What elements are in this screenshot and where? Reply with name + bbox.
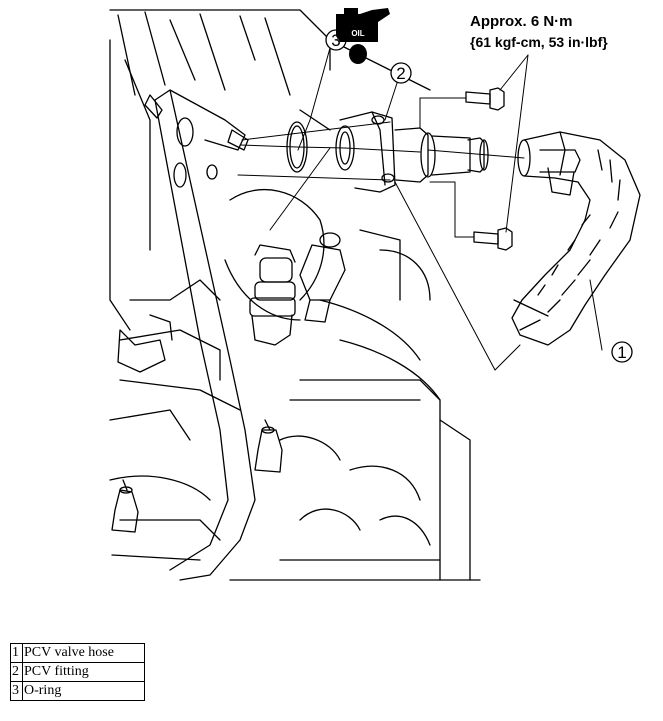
engine-block [109, 9, 481, 581]
legend-number: 1 [10, 643, 23, 663]
torque-value-alt-units: {61 kgf-cm, 53 in·lbf} [470, 34, 608, 50]
callout-3-number: 3 [331, 31, 340, 50]
pcv-exploded-diagram: 3 2 1 OIL [109, 8, 641, 581]
oil-icon-label: OIL [351, 29, 364, 38]
exploded-view-guides [237, 97, 525, 371]
callout-2: 2 [390, 62, 412, 84]
legend-row: 3 O-ring [10, 681, 145, 701]
callout-2-number: 2 [396, 64, 405, 83]
mounting-bracket [144, 89, 256, 581]
legend-number: 3 [10, 681, 23, 701]
injector-assembly [111, 232, 346, 533]
bolt-upper [465, 87, 505, 111]
legend-name: O-ring [22, 681, 145, 701]
torque-value: Approx. 6 N·m [470, 13, 573, 30]
legend-row: 1 PCV valve hose [10, 643, 145, 663]
torque-specification: Approx. 6 N·m {61 kgf-cm, 53 in·lbf} [470, 12, 608, 52]
legend-row: 2 PCV fitting [10, 662, 145, 682]
legend-name: PCV valve hose [22, 643, 145, 663]
legend-number: 2 [10, 662, 23, 682]
parts-legend-table: 1 PCV valve hose 2 PCV fitting 3 O-ring [10, 643, 145, 701]
callout-1-number: 1 [617, 343, 626, 362]
oil-can-icon: OIL [336, 8, 390, 64]
leader-lines [297, 47, 603, 351]
legend-name: PCV fitting [22, 662, 145, 682]
pcv-valve-hose-part [511, 131, 641, 346]
callout-1: 1 [611, 341, 633, 363]
